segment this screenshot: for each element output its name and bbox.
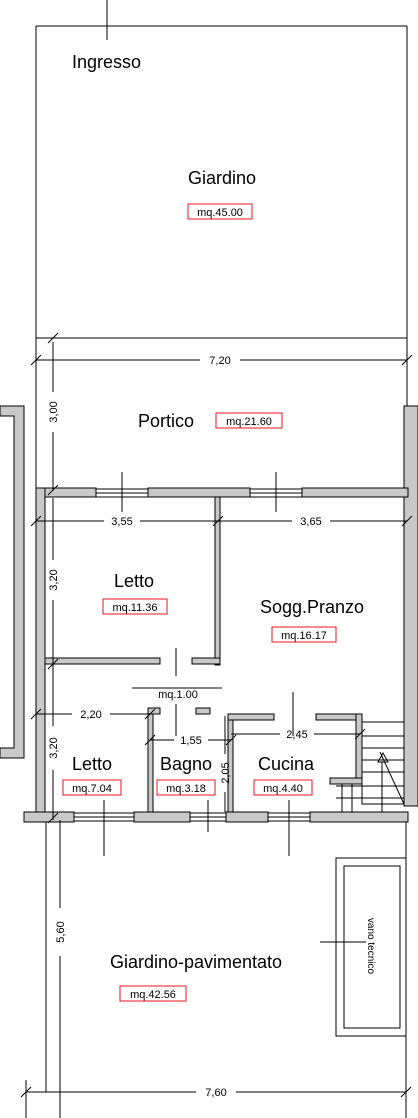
area-disimpegno: mq.1.00 bbox=[158, 689, 198, 701]
label-letto2: Letto bbox=[72, 754, 112, 774]
dim-h-letto2: 3,20 bbox=[48, 737, 60, 758]
dim-w-sogg: 3,65 bbox=[300, 516, 321, 528]
label-cucina: Cucina bbox=[258, 754, 315, 774]
label-ingresso: Ingresso bbox=[72, 52, 141, 72]
house-walls bbox=[23, 487, 409, 823]
area-box-giardino bbox=[187, 203, 253, 220]
area-letto2: mq.7.04 bbox=[72, 783, 112, 795]
windows bbox=[73, 472, 311, 856]
label-letto1: Letto bbox=[114, 571, 154, 591]
area-sogg-pranzo: mq.16.17 bbox=[281, 630, 327, 642]
area-box-giardino-pavimentato bbox=[119, 985, 187, 1002]
area-letto1: mq.11.36 bbox=[112, 602, 157, 614]
label-giardino: Giardino bbox=[188, 168, 256, 188]
dim-h-portico: 3,00 bbox=[48, 401, 60, 422]
label-sogg-pranzo: Sogg.Pranzo bbox=[260, 597, 364, 617]
area-bagno: mq.3.18 bbox=[166, 783, 206, 795]
area-giardino: mq.45.00 bbox=[197, 207, 243, 219]
dimension-lines bbox=[20, 332, 413, 1118]
right-adjacent-wall bbox=[403, 405, 418, 807]
dim-w-bottom: 7,60 bbox=[205, 1087, 226, 1099]
area-box-portico bbox=[215, 412, 283, 429]
label-vano-tecnico: vano tecnico bbox=[365, 918, 376, 975]
dim-h-letto1: 3,20 bbox=[48, 569, 60, 590]
area-portico: mq.21.60 bbox=[226, 416, 272, 428]
area-box-bagno bbox=[156, 779, 216, 796]
area-box-letto1 bbox=[102, 598, 168, 615]
dim-h-bagno: 2,05 bbox=[220, 762, 232, 783]
area-box-letto2 bbox=[62, 779, 122, 796]
staircase bbox=[336, 721, 405, 812]
area-cucina: mq.4.40 bbox=[263, 783, 303, 795]
area-giardino-pavimentato: mq.42.56 bbox=[130, 989, 176, 1001]
label-giardino-pavimentato: Giardino-pavimentato bbox=[110, 952, 282, 972]
dim-h-giardino-pav: 5,60 bbox=[55, 921, 67, 942]
dim-w-top: 7,20 bbox=[209, 355, 230, 367]
vano-tecnico-box bbox=[320, 857, 407, 1037]
left-adjacent-wall bbox=[0, 405, 25, 759]
area-box-sogg-pranzo bbox=[271, 626, 337, 643]
dim-w-cucina: 2,45 bbox=[286, 729, 307, 741]
dim-w-bagno: 1,55 bbox=[180, 735, 201, 747]
label-bagno: Bagno bbox=[160, 754, 212, 774]
dim-w-letto2: 2,20 bbox=[80, 709, 101, 721]
dim-w-letto1: 3,55 bbox=[111, 516, 132, 528]
label-portico: Portico bbox=[138, 411, 194, 431]
area-box-cucina bbox=[253, 779, 313, 796]
giardino-outline bbox=[35, 0, 408, 339]
